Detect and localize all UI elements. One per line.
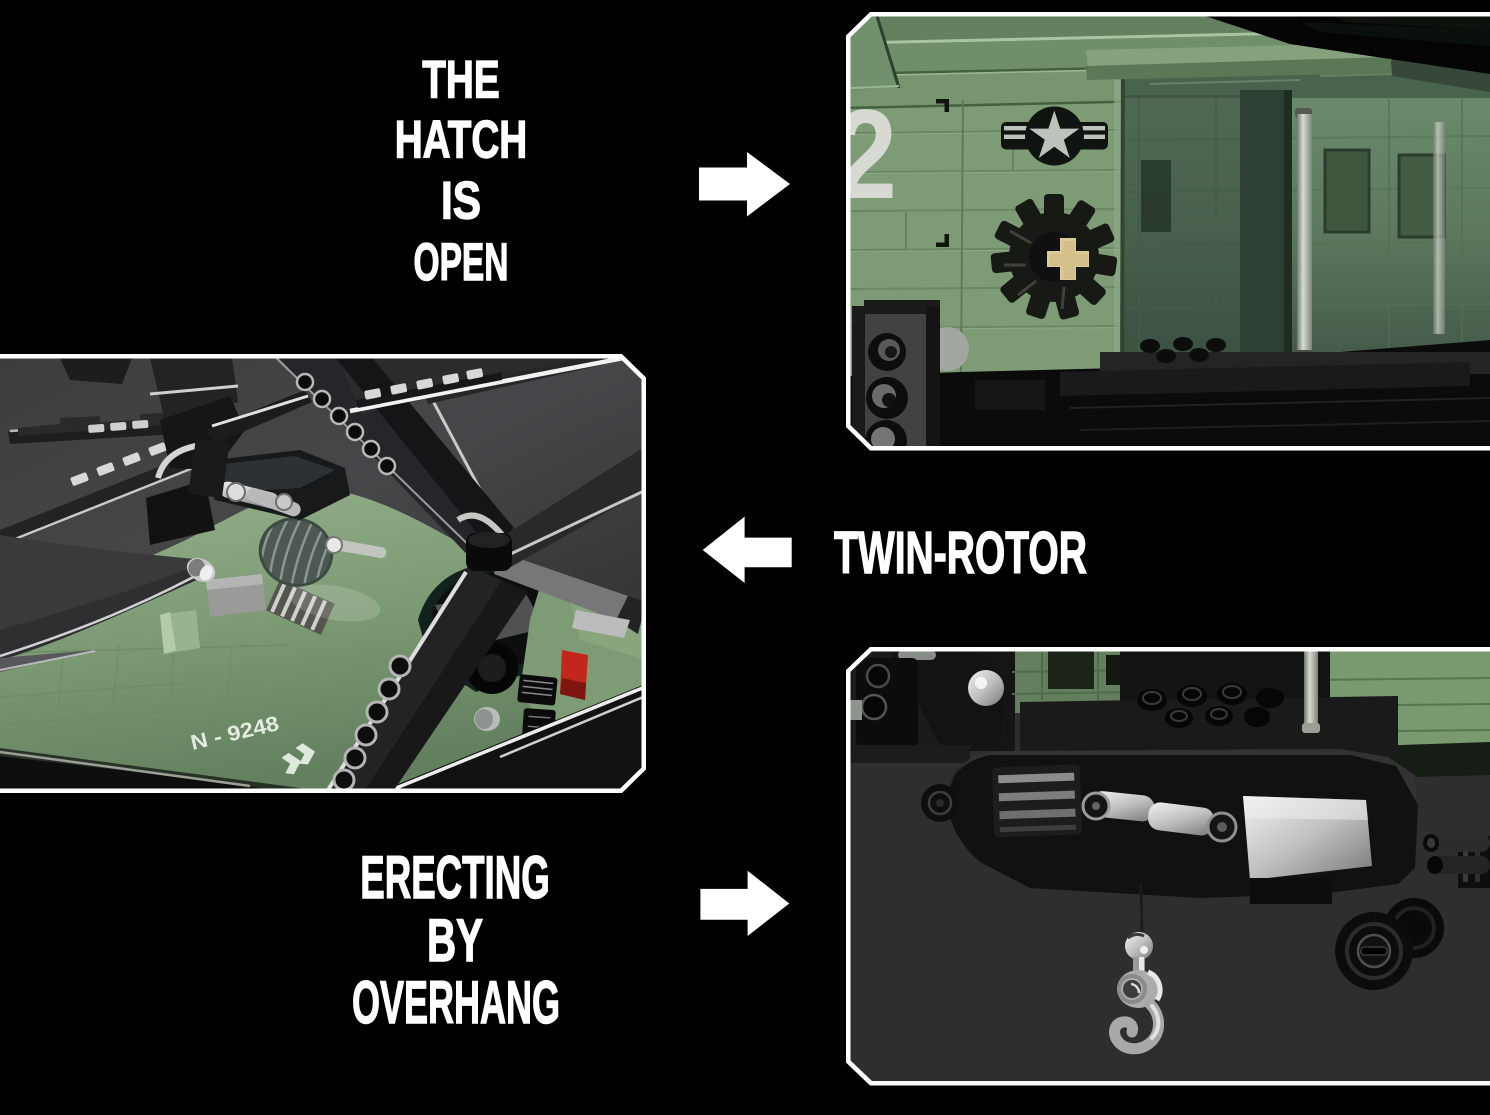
svg-text:TWIN-ROTOR: TWIN-ROTOR [834,520,1087,586]
svg-text:OPEN: OPEN [414,233,509,292]
svg-text:OVERHANG: OVERHANG [352,969,560,1036]
svg-text:THE: THE [422,51,500,110]
svg-text:HATCH: HATCH [395,111,528,170]
svg-text:2: 2 [835,83,897,225]
svg-text:BY: BY [427,907,483,974]
svg-text:ERECTING: ERECTING [360,844,550,911]
svg-text:IS: IS [441,172,481,231]
